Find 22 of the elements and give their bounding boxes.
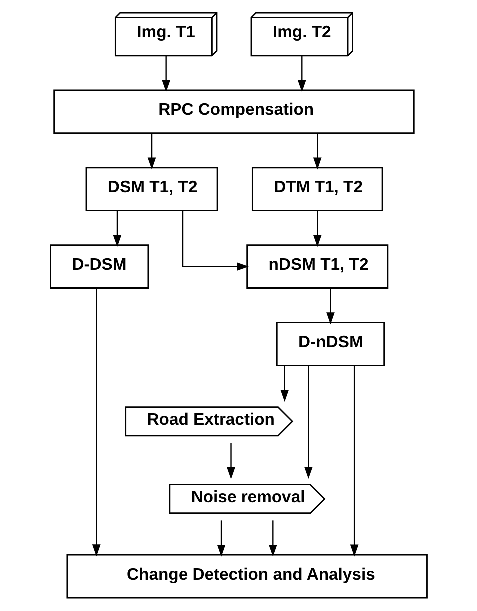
arrow bbox=[326, 288, 334, 325]
arrow bbox=[182, 210, 248, 271]
arrow bbox=[216, 520, 226, 557]
arrow bbox=[312, 133, 322, 170]
node-box: nDSM T1, T2 bbox=[246, 244, 388, 289]
arrow bbox=[312, 210, 322, 248]
arrow bbox=[304, 366, 312, 480]
node-box: D-nDSM bbox=[276, 322, 385, 366]
node-box: Change Detection and Analysis bbox=[66, 554, 428, 599]
node-box: DTM T1, T2 bbox=[251, 167, 383, 212]
node-box: D-DSM bbox=[50, 244, 149, 289]
arrow bbox=[350, 366, 358, 557]
node-box: RPC Compensation bbox=[53, 90, 414, 134]
arrow bbox=[280, 366, 289, 402]
arrow bbox=[147, 133, 156, 170]
arrow bbox=[112, 210, 122, 248]
arrow bbox=[297, 56, 306, 92]
arrow bbox=[92, 288, 100, 557]
node-box: DSM T1, T2 bbox=[85, 167, 218, 212]
arrow bbox=[162, 56, 170, 92]
arrow bbox=[268, 520, 277, 557]
arrow bbox=[226, 443, 235, 480]
